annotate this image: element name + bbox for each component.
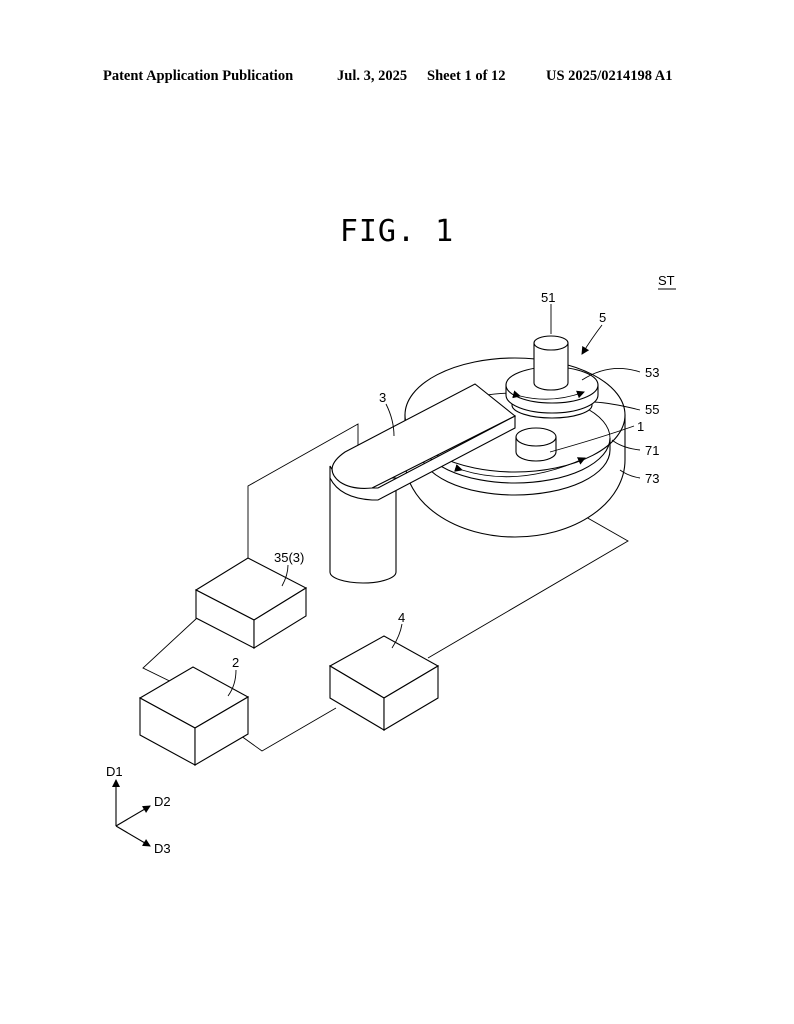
reference-labels: 51 5 53 55 1 71 73 3 35(3) 4 2 ST bbox=[232, 273, 676, 670]
publication-type: Patent Application Publication bbox=[103, 68, 294, 84]
block-4 bbox=[328, 635, 440, 731]
label-55: 55 bbox=[645, 402, 659, 417]
stage-rotation-arrow bbox=[454, 457, 586, 478]
robot-arm-3 bbox=[329, 383, 517, 584]
label-2: 2 bbox=[232, 655, 239, 670]
label-53: 53 bbox=[645, 365, 659, 380]
publication-date: Jul. 3, 2025 bbox=[337, 68, 408, 84]
label-3: 3 bbox=[379, 390, 386, 405]
sample-1 bbox=[515, 427, 557, 462]
head-shaft-51 bbox=[533, 342, 569, 391]
head-rotation-arrow bbox=[512, 390, 585, 400]
direction-axes: D1 D2 D3 bbox=[106, 764, 171, 856]
axis-d2-label: D2 bbox=[154, 794, 171, 809]
block-2 bbox=[138, 666, 250, 766]
arm-top-face bbox=[331, 383, 517, 489]
label-35: 35(3) bbox=[274, 550, 304, 565]
block-35 bbox=[194, 557, 308, 649]
label-5: 5 bbox=[599, 310, 606, 325]
system-label: ST bbox=[658, 273, 675, 288]
label-51: 51 bbox=[541, 290, 555, 305]
axis-d2-arrow bbox=[115, 805, 151, 827]
label-4: 4 bbox=[398, 610, 405, 625]
leader-lines bbox=[227, 304, 641, 697]
axis-d3-arrow bbox=[115, 825, 151, 847]
sheet-number: Sheet 1 of 12 bbox=[427, 68, 506, 84]
label-71: 71 bbox=[645, 443, 659, 458]
publication-number: US 2025/0214198 A1 bbox=[546, 68, 673, 84]
head-shaft-51-top bbox=[533, 335, 569, 351]
figure-title: FIG. 1 bbox=[339, 214, 455, 249]
axis-d1-label: D1 bbox=[106, 764, 123, 779]
label-73: 73 bbox=[645, 471, 659, 486]
page-header: Patent Application Publication Jul. 3, 2… bbox=[0, 68, 794, 88]
arm-column bbox=[329, 477, 397, 584]
axis-d3-label: D3 bbox=[154, 841, 171, 856]
label-1: 1 bbox=[637, 419, 644, 434]
head-5 bbox=[505, 335, 599, 419]
